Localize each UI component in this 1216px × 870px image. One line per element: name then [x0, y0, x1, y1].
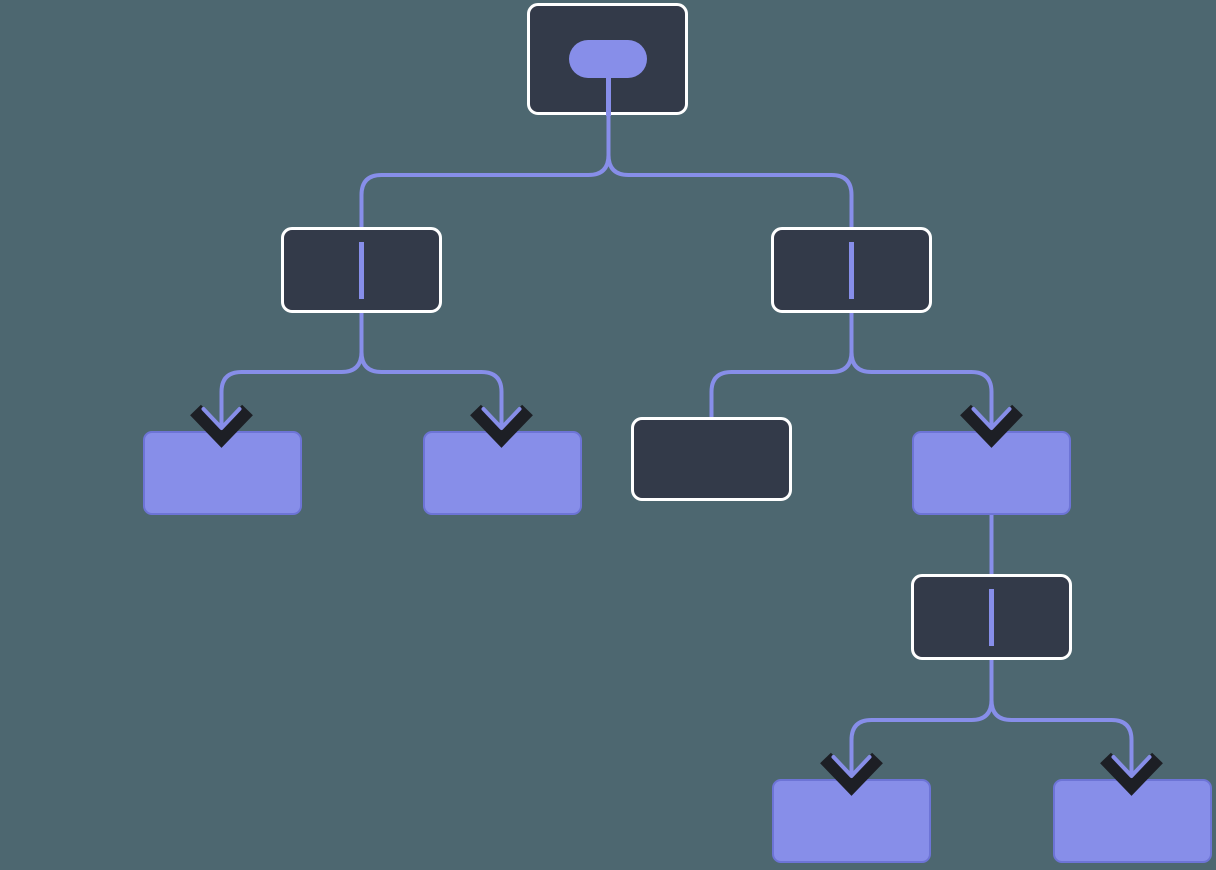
edge-root-to-level1-right — [606, 113, 854, 232]
edge-level1-right-to-branch — [849, 311, 994, 440]
edge-level1-right-to-dark-leaf — [709, 311, 854, 422]
root-node-inner-connector — [606, 62, 611, 116]
edge-level1-left-to-leaf-b — [359, 311, 504, 440]
level1-right-node-inner-connector — [849, 242, 854, 299]
edge-level1-left-to-leaf-a — [219, 311, 364, 440]
level2-leaf-a[interactable] — [143, 431, 302, 515]
level3-node-inner-connector — [989, 589, 994, 646]
level2-leaf-b[interactable] — [423, 431, 582, 515]
edge-root-to-level1-left — [359, 113, 611, 232]
edge-level3-to-leaf-a — [849, 658, 994, 788]
level2-branch-node[interactable] — [912, 431, 1071, 515]
edge-level3-to-leaf-b — [989, 658, 1134, 788]
level1-left-node-inner-connector — [359, 242, 364, 299]
level2-dark-leaf[interactable] — [631, 417, 792, 501]
level4-leaf-b[interactable] — [1053, 779, 1212, 863]
level4-leaf-a[interactable] — [772, 779, 931, 863]
